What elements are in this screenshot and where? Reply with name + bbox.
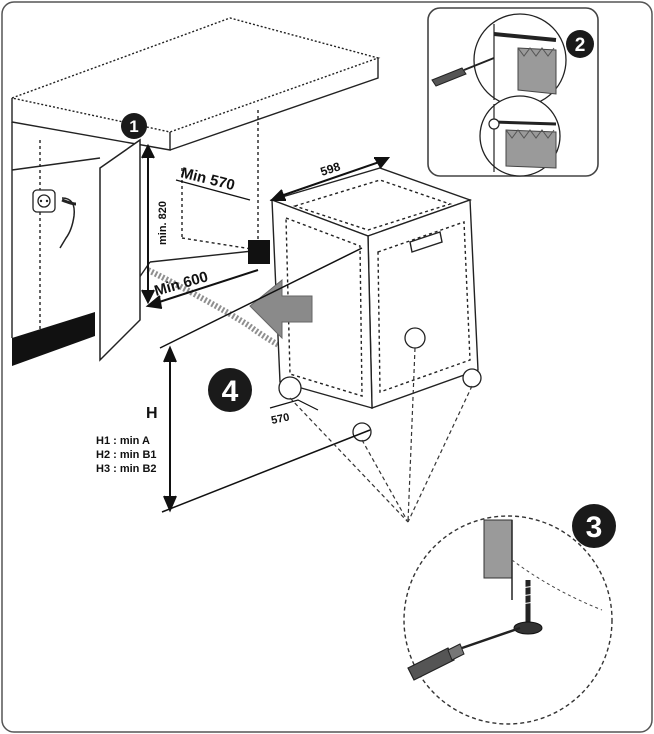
svg-text:4: 4 (222, 375, 239, 408)
detail-panel-2: 2 (427, 7, 599, 177)
cabinet-door (99, 138, 141, 362)
power-socket-icon (32, 189, 77, 249)
dishwasher (269, 167, 479, 409)
height-note-h2: H2 : min B1 (96, 449, 157, 461)
dim-depth-570: 570 (270, 411, 290, 427)
push-arrow-icon (249, 278, 313, 340)
height-note-h3: H3 : min B2 (96, 463, 157, 475)
adjustable-foot-icon (513, 580, 543, 635)
height-note-h1: H1 : min A (96, 435, 150, 447)
dim-height-H: H (146, 405, 158, 422)
plinth-left (12, 312, 95, 366)
screwdriver-icon (431, 57, 495, 87)
dim-width-598: 598 (319, 159, 343, 179)
dimension-lines (141, 143, 391, 513)
svg-text:2: 2 (575, 35, 586, 56)
dim-min-820: min. 820 (157, 201, 169, 245)
detail-panel-3: 3 (403, 504, 616, 725)
callout-step-1: 1 (121, 113, 147, 139)
dishwasher-feet (278, 327, 482, 442)
svg-text:1: 1 (129, 117, 138, 136)
svg-text:3: 3 (586, 511, 603, 544)
leader-lines (289, 347, 473, 523)
water-hose (146, 267, 290, 353)
callout-step-4: 4 (208, 368, 252, 412)
plinth-right (248, 240, 270, 264)
screwdriver-icon (407, 626, 521, 681)
